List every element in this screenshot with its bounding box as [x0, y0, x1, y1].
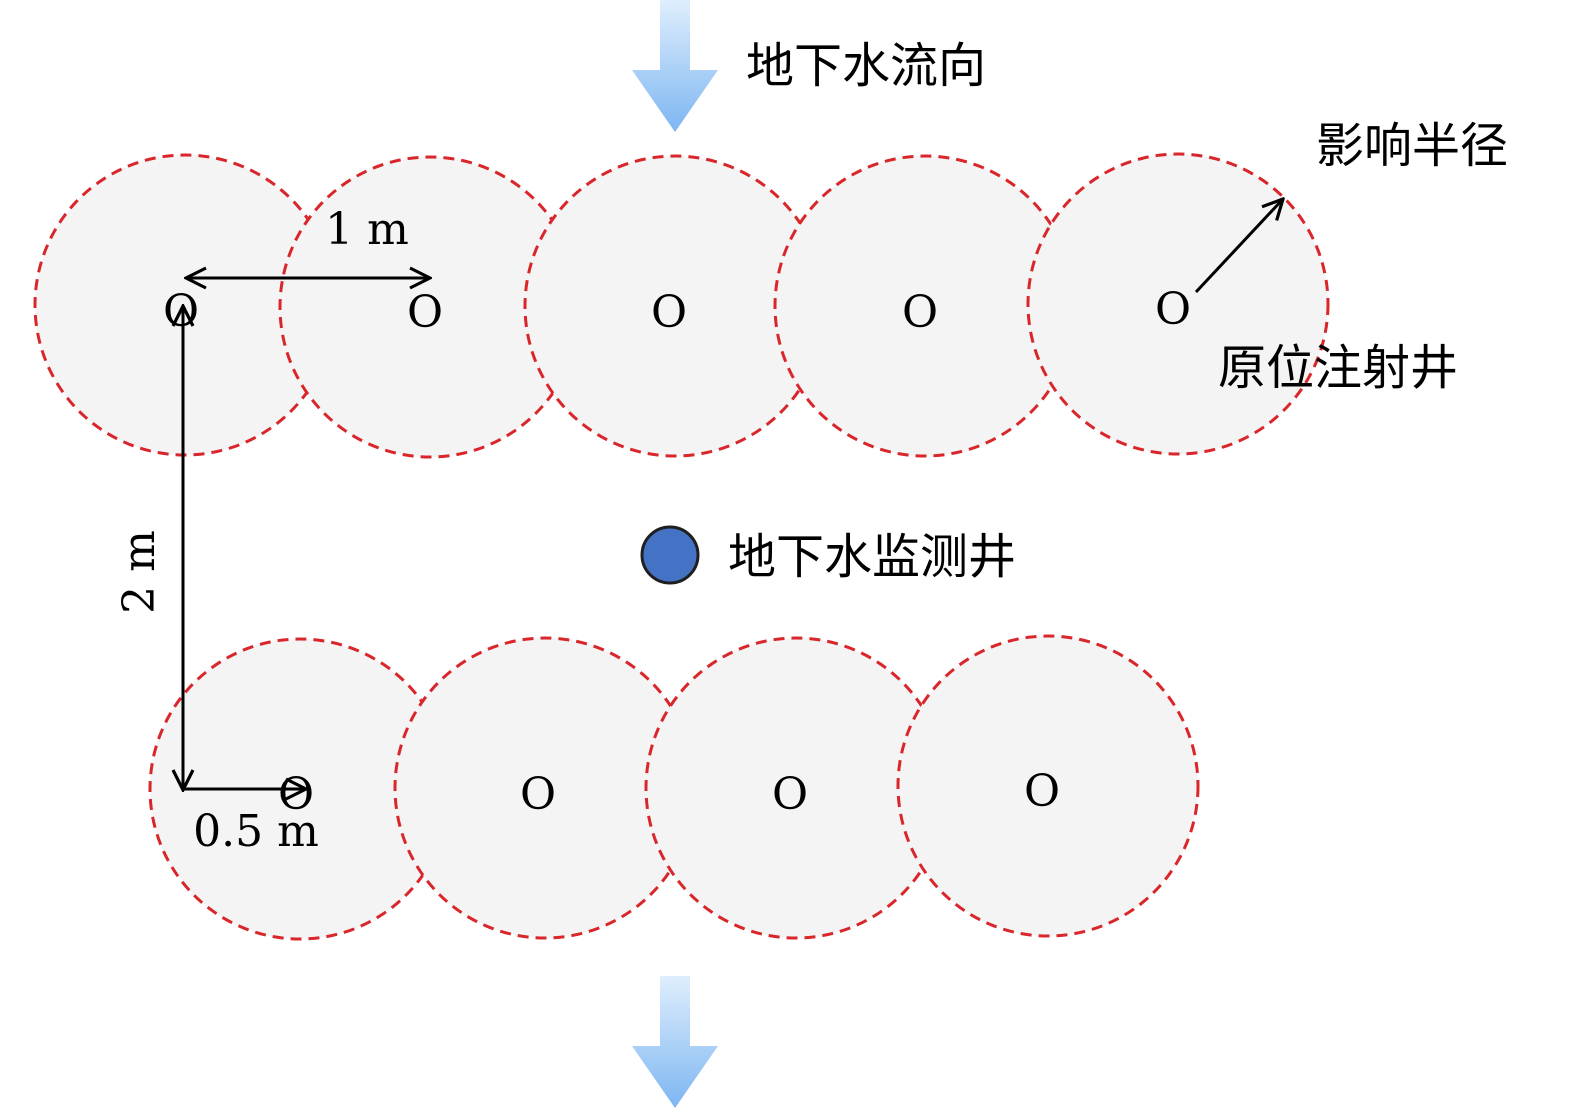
influence-zones-lower-row — [148, 634, 1200, 941]
flow-direction-arrow-bottom — [632, 976, 718, 1108]
spacing-1m-label: 1 m — [325, 204, 409, 255]
injection-well-label: 原位注射井 — [1218, 340, 1458, 396]
injection-well-symbol: O — [1024, 766, 1060, 817]
influence-radius-arrow — [1194, 199, 1283, 294]
influence-zone — [896, 634, 1200, 938]
injection-well-symbol: O — [520, 769, 556, 820]
monitoring-well-label: 地下水监测井 — [728, 529, 1016, 585]
injection-well-symbol: O — [163, 286, 199, 337]
offset-0-5m-label: 0.5 m — [193, 806, 319, 857]
injection-well-symbol: O — [902, 287, 938, 338]
row-gap-2m-label: 2 m — [114, 530, 165, 614]
influence-radius-label: 影响半径 — [1316, 118, 1508, 174]
injection-well-symbol: O — [1155, 284, 1191, 335]
flow-direction-arrow-top — [632, 0, 718, 132]
monitoring-well-marker — [640, 525, 700, 585]
injection-well-symbol: O — [772, 769, 808, 820]
injection-well-symbol: O — [407, 287, 443, 338]
injection-well-symbol: O — [651, 287, 687, 338]
flow-direction-label: 地下水流向 — [746, 38, 986, 94]
